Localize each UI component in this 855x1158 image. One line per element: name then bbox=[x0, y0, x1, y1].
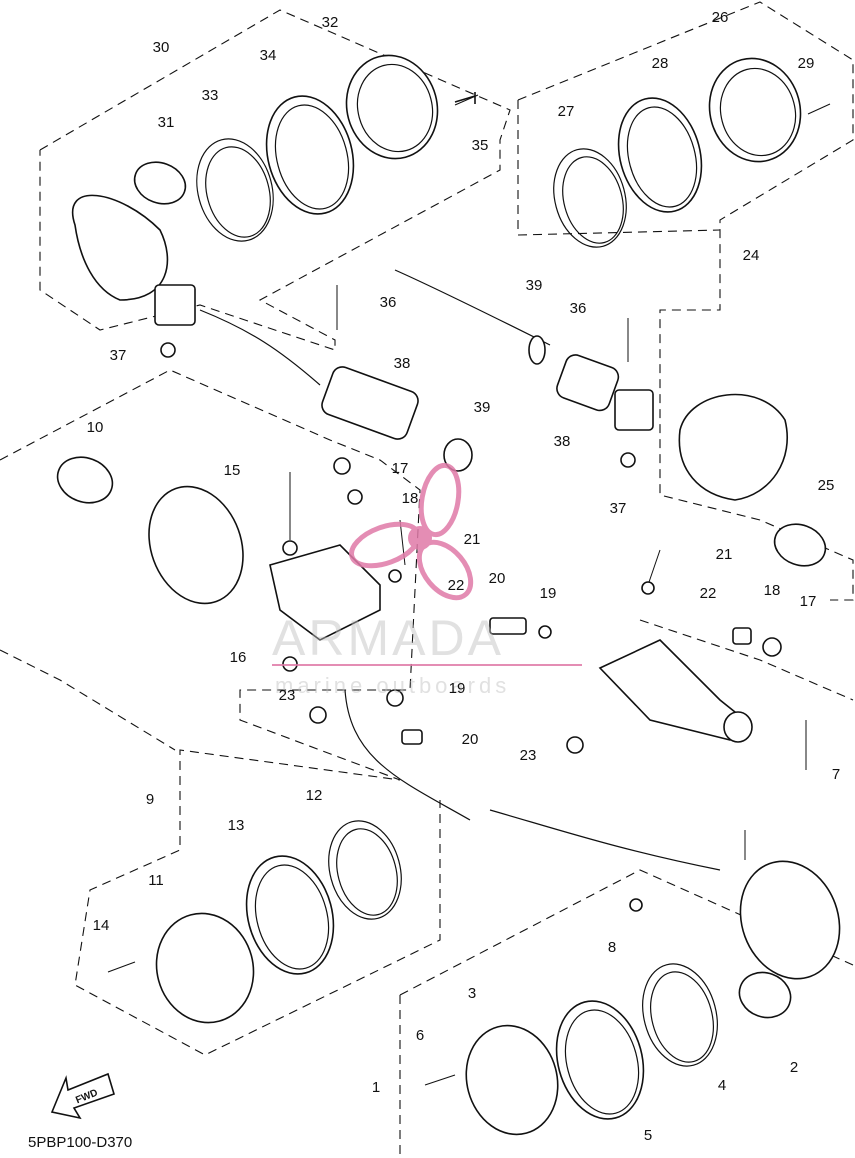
lamp-body-right bbox=[489, 549, 807, 871]
assembly-24-boundary bbox=[517, 1, 854, 601]
callout-c4: 4 bbox=[718, 1077, 726, 1094]
callout-c19b: 19 bbox=[449, 680, 466, 697]
lamp-body-left bbox=[56, 456, 552, 821]
callout-c2: 2 bbox=[790, 1059, 798, 1076]
callout-c20: 20 bbox=[489, 570, 506, 587]
callout-c14: 14 bbox=[93, 917, 110, 934]
callout-c20b: 20 bbox=[462, 731, 479, 748]
callout-c39: 39 bbox=[526, 277, 543, 294]
callout-c21b: 21 bbox=[716, 546, 733, 563]
assembly-right-body-boundary bbox=[639, 619, 854, 701]
lamp-assembly-9 bbox=[107, 820, 402, 1024]
socket-and-wiring bbox=[160, 269, 636, 472]
callout-c38: 38 bbox=[394, 355, 411, 372]
callout-c34: 34 bbox=[260, 47, 277, 64]
callout-c26: 26 bbox=[712, 9, 729, 26]
callout-c11: 11 bbox=[148, 872, 164, 889]
callout-c23b: 23 bbox=[520, 747, 537, 764]
callout-c7: 7 bbox=[832, 766, 840, 783]
callout-c18b: 18 bbox=[764, 582, 781, 599]
callout-c13: 13 bbox=[228, 817, 245, 834]
callout-c21: 21 bbox=[464, 531, 481, 548]
callout-c1: 1 bbox=[372, 1079, 380, 1096]
callout-c36: 36 bbox=[380, 294, 397, 311]
forward-direction-arrow bbox=[50, 1072, 115, 1120]
callout-c30: 30 bbox=[153, 39, 170, 56]
lamp-assembly-30 bbox=[72, 54, 479, 326]
callout-c15: 15 bbox=[224, 462, 241, 479]
callout-c6: 6 bbox=[416, 1027, 424, 1044]
callout-labels: 1234567891011121314151617171818191920202… bbox=[87, 9, 841, 1144]
callout-c33: 33 bbox=[202, 87, 219, 104]
callout-c9: 9 bbox=[146, 791, 154, 808]
assembly-left-body-boundary bbox=[0, 649, 176, 751]
callout-c27: 27 bbox=[558, 103, 575, 120]
callout-c37: 37 bbox=[110, 347, 127, 364]
callout-c31: 31 bbox=[158, 114, 175, 131]
callout-c17b: 17 bbox=[800, 593, 817, 610]
callout-c24: 24 bbox=[743, 247, 760, 264]
callout-c3: 3 bbox=[468, 985, 476, 1002]
watermark-brand: ARMADA bbox=[272, 610, 504, 666]
callout-c8: 8 bbox=[608, 939, 616, 956]
callout-c25: 25 bbox=[818, 477, 835, 494]
callout-c38b: 38 bbox=[554, 433, 571, 450]
callout-c36b: 36 bbox=[570, 300, 587, 317]
callout-c12: 12 bbox=[306, 787, 323, 804]
assembly-30-boundary bbox=[39, 9, 511, 351]
assembly-right-boundary bbox=[517, 100, 721, 236]
callout-c10: 10 bbox=[87, 419, 104, 436]
diagram-code: 5PBP100-D370 bbox=[28, 1134, 132, 1151]
watermark-tagline: marine outboards bbox=[275, 673, 510, 698]
lamp-assembly-24 bbox=[553, 57, 831, 567]
callout-c22b: 22 bbox=[700, 585, 717, 602]
callout-c23: 23 bbox=[279, 687, 296, 704]
callout-c37b: 37 bbox=[610, 500, 627, 517]
callout-c5: 5 bbox=[644, 1127, 652, 1144]
watermark-logo: ARMADA marine outboards bbox=[272, 462, 582, 698]
callout-c28: 28 bbox=[652, 55, 669, 72]
callout-c19: 19 bbox=[540, 585, 557, 602]
callout-c22: 22 bbox=[448, 577, 465, 594]
propeller-icon bbox=[349, 462, 474, 601]
callout-c16: 16 bbox=[230, 649, 247, 666]
callout-c18: 18 bbox=[402, 490, 419, 507]
callout-c35: 35 bbox=[472, 137, 489, 154]
callout-c17: 17 bbox=[392, 460, 409, 477]
callout-c39b: 39 bbox=[474, 399, 491, 416]
callout-c32: 32 bbox=[322, 14, 339, 31]
lamp-assembly-1 bbox=[424, 830, 841, 1136]
assembly-9-boundary bbox=[0, 369, 441, 1056]
callout-c29: 29 bbox=[798, 55, 815, 72]
